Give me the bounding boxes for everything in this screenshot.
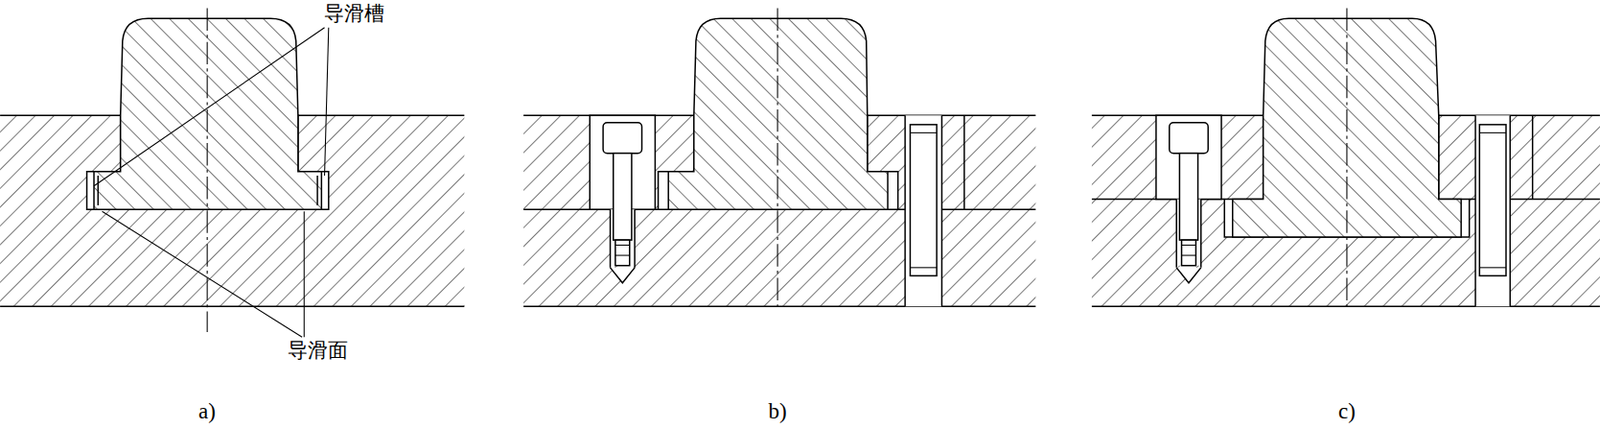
screw-hole xyxy=(633,208,635,268)
figure-b-part xyxy=(963,115,965,209)
figure-a xyxy=(0,8,464,338)
center-line xyxy=(777,8,779,307)
plate-edge xyxy=(0,305,464,307)
leader-line xyxy=(303,210,305,337)
part-label: 导滑面 xyxy=(285,338,350,362)
figure-c-part xyxy=(1474,115,1476,306)
screw-head xyxy=(602,122,642,154)
pin-hole xyxy=(1475,115,1510,306)
screw-head xyxy=(1169,122,1208,154)
plate-edge xyxy=(1091,305,1600,307)
dowel-pin xyxy=(1479,124,1507,277)
figure-c-part xyxy=(1531,115,1533,199)
figure-c xyxy=(1091,8,1600,307)
screw-thread xyxy=(1182,239,1197,266)
figure-b-part xyxy=(909,266,937,268)
figure-label: c) xyxy=(1336,398,1358,424)
figure-c-part xyxy=(1182,244,1197,246)
plate-edge xyxy=(523,305,1036,307)
figure-b-part xyxy=(615,244,630,246)
figure-label: a) xyxy=(196,398,218,424)
figure-c-part xyxy=(1200,199,1202,268)
figure-b-part xyxy=(941,115,943,306)
figure-b-part xyxy=(615,255,630,256)
figure-b-part xyxy=(904,115,905,306)
leader-line xyxy=(324,27,329,176)
screw-thread xyxy=(615,239,630,266)
drill-tip xyxy=(610,267,636,283)
figure-b-part xyxy=(909,132,937,134)
figure-c-part xyxy=(1175,199,1177,268)
figure-c-part xyxy=(1479,266,1507,268)
figure-c-part xyxy=(1479,132,1507,134)
drill-tip xyxy=(1176,267,1202,283)
leader-line xyxy=(93,27,325,186)
figure-c-part xyxy=(1182,255,1197,256)
figure-c-part xyxy=(1508,115,1510,306)
leader-line xyxy=(102,210,303,337)
dowel-pin xyxy=(909,124,937,277)
screw-shank xyxy=(613,153,632,240)
figure-label: b) xyxy=(765,398,789,424)
figure-b xyxy=(523,8,1036,307)
part-label: 导滑槽 xyxy=(322,1,387,25)
screw-shank xyxy=(1179,153,1198,240)
guide-groove xyxy=(316,175,318,206)
pin-hole xyxy=(904,115,942,306)
center-line xyxy=(207,8,209,332)
guide-groove xyxy=(97,175,99,206)
center-line xyxy=(1345,8,1347,307)
screw-hole xyxy=(609,208,611,268)
